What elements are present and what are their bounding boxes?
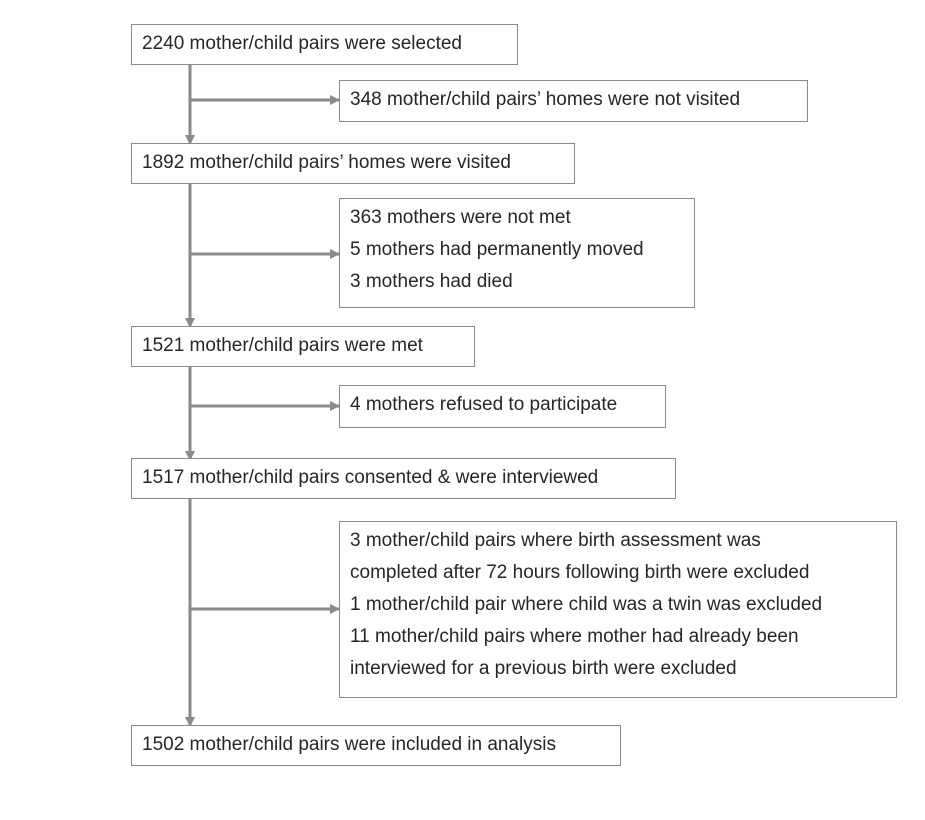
exclusion-text: 363 mothers were not met [350, 207, 571, 228]
exclusion-box-3: 4 mothers refused to participate [339, 385, 666, 428]
exclusion-text: completed after 72 hours following birth… [350, 562, 810, 583]
main-step-box-3: 1521 mother/child pairs were met [131, 326, 475, 367]
exclusion-text: 1 mother/child pair where child was a tw… [350, 594, 823, 615]
exclusion-box-4: 3 mother/child pairs where birth assessm… [339, 521, 897, 698]
exclusion-text: 3 mother/child pairs where birth assessm… [350, 530, 761, 551]
main-step-text: 1502 mother/child pairs were included in… [142, 734, 557, 755]
exclusion-box-2: 363 mothers were not met 5 mothers had p… [339, 198, 695, 308]
main-step-box-4: 1517 mother/child pairs consented & were… [131, 458, 676, 499]
main-step-box-5: 1502 mother/child pairs were included in… [131, 725, 621, 766]
exclusion-text: 5 mothers had permanently moved [350, 239, 644, 260]
main-step-text: 1521 mother/child pairs were met [142, 335, 423, 356]
main-step-text: 1892 mother/child pairs’ homes were visi… [142, 152, 511, 173]
main-step-text: 1517 mother/child pairs consented & were… [142, 467, 599, 488]
main-step-box-1: 2240 mother/child pairs were selected [131, 24, 518, 65]
exclusion-text: interviewed for a previous birth were ex… [350, 658, 737, 679]
exclusion-box-1: 348 mother/child pairs’ homes were not v… [339, 80, 808, 122]
main-step-text: 2240 mother/child pairs were selected [142, 33, 463, 54]
exclusion-text: 11 mother/child pairs where mother had a… [350, 626, 799, 647]
exclusion-text: 348 mother/child pairs’ homes were not v… [350, 89, 741, 110]
exclusion-text: 3 mothers had died [350, 271, 513, 292]
main-step-box-2: 1892 mother/child pairs’ homes were visi… [131, 143, 575, 184]
exclusion-text: 4 mothers refused to participate [350, 394, 618, 415]
